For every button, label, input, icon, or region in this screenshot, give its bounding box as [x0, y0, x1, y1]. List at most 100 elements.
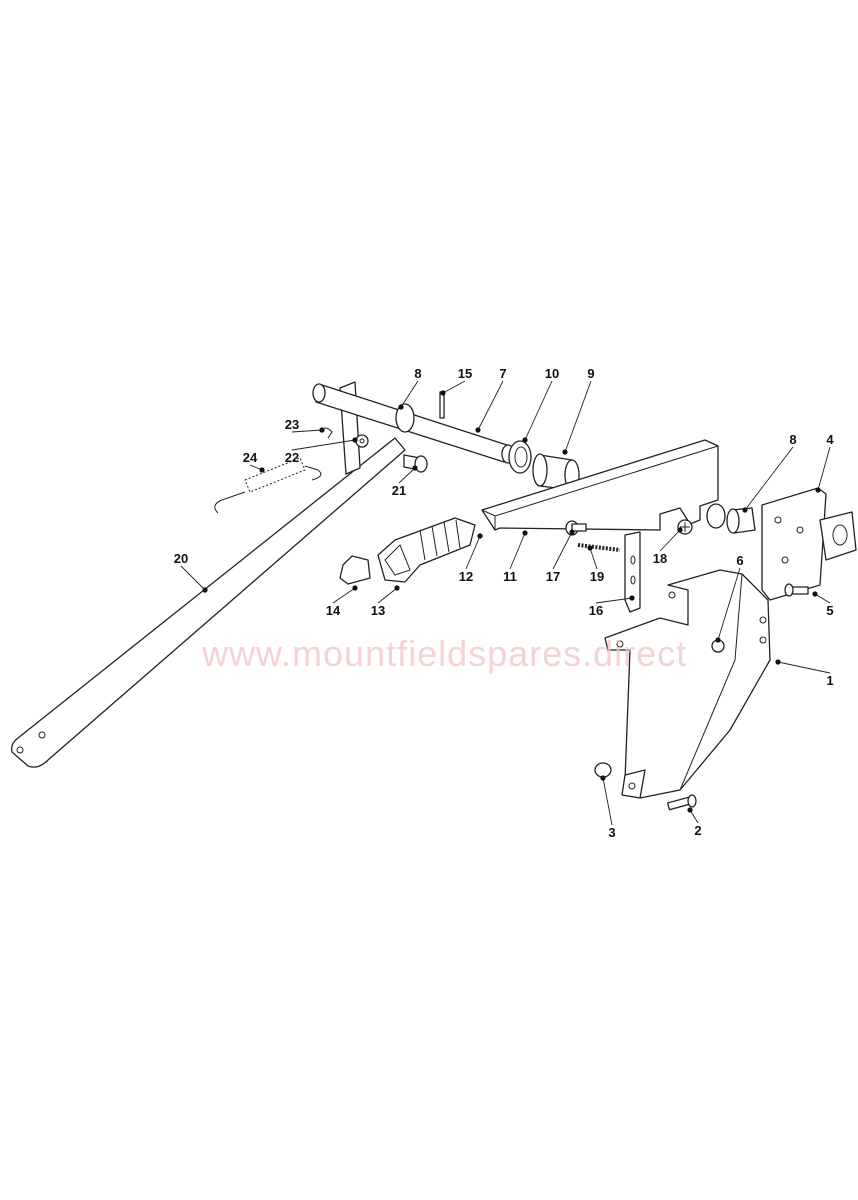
callout-24: 24 — [243, 450, 265, 473]
callout-label: 5 — [826, 603, 833, 618]
part-washer-3 — [594, 762, 612, 778]
leader-dot — [522, 437, 528, 443]
part-bracket-1 — [604, 569, 771, 799]
leader-dot — [587, 545, 593, 551]
part-spring-19 — [577, 543, 621, 552]
leader-line — [477, 380, 504, 431]
leader-line — [602, 777, 613, 826]
leader-dot — [600, 775, 606, 781]
callout-label: 16 — [589, 603, 603, 618]
part-bushing-8-right — [726, 507, 756, 534]
part-plate-16 — [624, 531, 641, 613]
leader-line — [442, 380, 466, 394]
callout-2: 2 — [687, 807, 702, 838]
leader-dot — [440, 390, 446, 396]
leader-dot — [569, 529, 575, 535]
callout-1: 1 — [775, 659, 834, 688]
callout-label: 3 — [608, 825, 615, 840]
callout-4: 4 — [815, 432, 834, 493]
callout-label: 6 — [736, 553, 743, 568]
callout-label: 19 — [590, 569, 604, 584]
leader-line — [398, 467, 416, 484]
leader-dot — [562, 449, 568, 455]
leader-line — [552, 531, 573, 570]
leader-dot — [715, 637, 721, 643]
leader-dot — [475, 427, 481, 433]
callout-label: 15 — [458, 366, 472, 381]
leader-line — [717, 567, 741, 641]
leader-dot — [775, 659, 781, 665]
callout-18: 18 — [653, 527, 683, 566]
callout-label: 10 — [545, 366, 559, 381]
leader-line — [814, 593, 831, 604]
part-spring-24 — [214, 457, 322, 514]
callout-6: 6 — [715, 553, 744, 643]
callout-label: 12 — [459, 569, 473, 584]
callout-label: 13 — [371, 603, 385, 618]
leader-dot — [629, 595, 635, 601]
callout-label: 2 — [694, 823, 701, 838]
callout-label: 22 — [285, 450, 299, 465]
leader-dot — [352, 585, 358, 591]
callout-label: 8 — [789, 432, 796, 447]
leader-line — [180, 565, 206, 591]
part-pin-15 — [439, 391, 445, 419]
callout-label: 7 — [499, 366, 506, 381]
part-plate-4 — [761, 487, 857, 601]
callout-12: 12 — [459, 533, 483, 584]
callout-label: 21 — [392, 483, 406, 498]
part-bushing-8 — [395, 403, 415, 433]
callout-label: 9 — [587, 366, 594, 381]
callout-label: 11 — [503, 569, 517, 584]
leader-line — [509, 532, 526, 570]
leader-dot — [398, 404, 404, 410]
callout-21: 21 — [392, 465, 418, 498]
callout-10: 10 — [522, 366, 559, 443]
callout-9: 9 — [562, 366, 595, 455]
leader-line — [291, 429, 323, 433]
leader-line — [589, 547, 598, 570]
leader-dot — [815, 487, 821, 493]
leader-dot — [477, 533, 483, 539]
part-rod-20 — [10, 437, 406, 768]
leader-dot — [352, 437, 358, 443]
callout-23: 23 — [285, 417, 325, 433]
callout-17: 17 — [546, 529, 575, 584]
watermark: www.mountfieldspares.direct — [201, 633, 687, 674]
leader-line — [777, 661, 831, 674]
part-cap-14 — [339, 555, 371, 585]
part-washer-22 — [355, 434, 369, 448]
callout-label: 1 — [826, 673, 833, 688]
callout-label: 4 — [826, 432, 834, 447]
part-bolt-5 — [784, 583, 809, 597]
part-bolt-2 — [666, 794, 697, 811]
callout-16: 16 — [589, 595, 635, 618]
callout-8: 8 — [742, 432, 797, 513]
leader-line — [817, 446, 831, 491]
callout-label: 24 — [243, 450, 258, 465]
leader-line — [524, 380, 553, 441]
leader-line — [291, 439, 356, 451]
callout-11: 11 — [503, 530, 528, 584]
callout-label: 18 — [653, 551, 667, 566]
leader-dot — [259, 467, 265, 473]
leader-dot — [522, 530, 528, 536]
leader-dot — [412, 465, 418, 471]
leader-line — [332, 587, 356, 604]
leader-line — [595, 597, 633, 604]
leader-dot — [812, 591, 818, 597]
leader-dot — [319, 427, 325, 433]
leader-line — [659, 529, 681, 552]
part-washer-10 — [508, 440, 532, 474]
part-grip-13 — [377, 517, 476, 583]
callout-3: 3 — [600, 775, 616, 840]
callout-label: 20 — [174, 551, 188, 566]
part-bolt-17 — [565, 520, 587, 536]
callout-19: 19 — [587, 545, 604, 584]
leader-line — [744, 446, 794, 511]
callout-8: 8 — [398, 366, 422, 410]
callout-13: 13 — [371, 585, 400, 618]
